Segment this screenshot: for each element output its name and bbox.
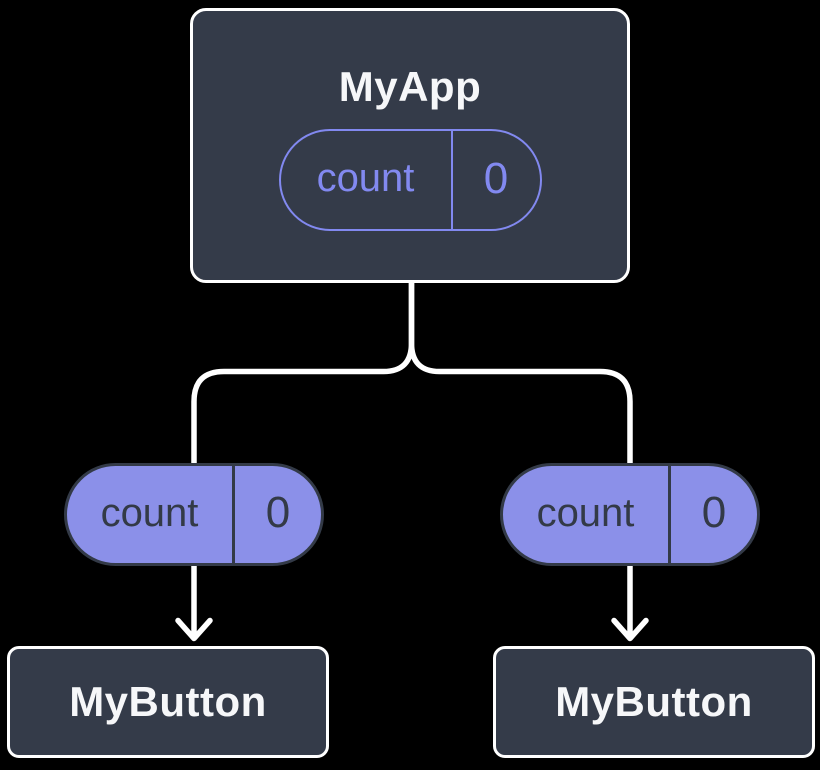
right-prop-value: 0 [701,488,727,537]
branch-to-left-child [191,280,415,464]
right-prop-label: count [536,490,635,535]
left-arrow [175,562,213,642]
left-prop-label: count [100,490,199,535]
root-state-value: 0 [483,153,509,203]
root-state-label: count [316,156,415,200]
root-component-card: MyApp count 0 [190,8,630,283]
pill-divider [668,466,671,563]
pill-divider [450,131,453,229]
left-child-component-card: MyButton [7,646,329,758]
left-prop-value: 0 [265,488,291,537]
branch-to-right-child [408,280,633,464]
left-prop-pill: count 0 [64,463,324,566]
right-prop-pill: count 0 [500,463,760,566]
root-component-name: MyApp [338,63,482,110]
root-state-pill: count 0 [278,129,542,231]
left-child-component-name: MyButton [69,678,267,725]
pill-divider [232,466,235,563]
right-child-component-card: MyButton [493,646,815,758]
right-child-component-name: MyButton [555,678,753,725]
right-arrow [611,562,649,642]
